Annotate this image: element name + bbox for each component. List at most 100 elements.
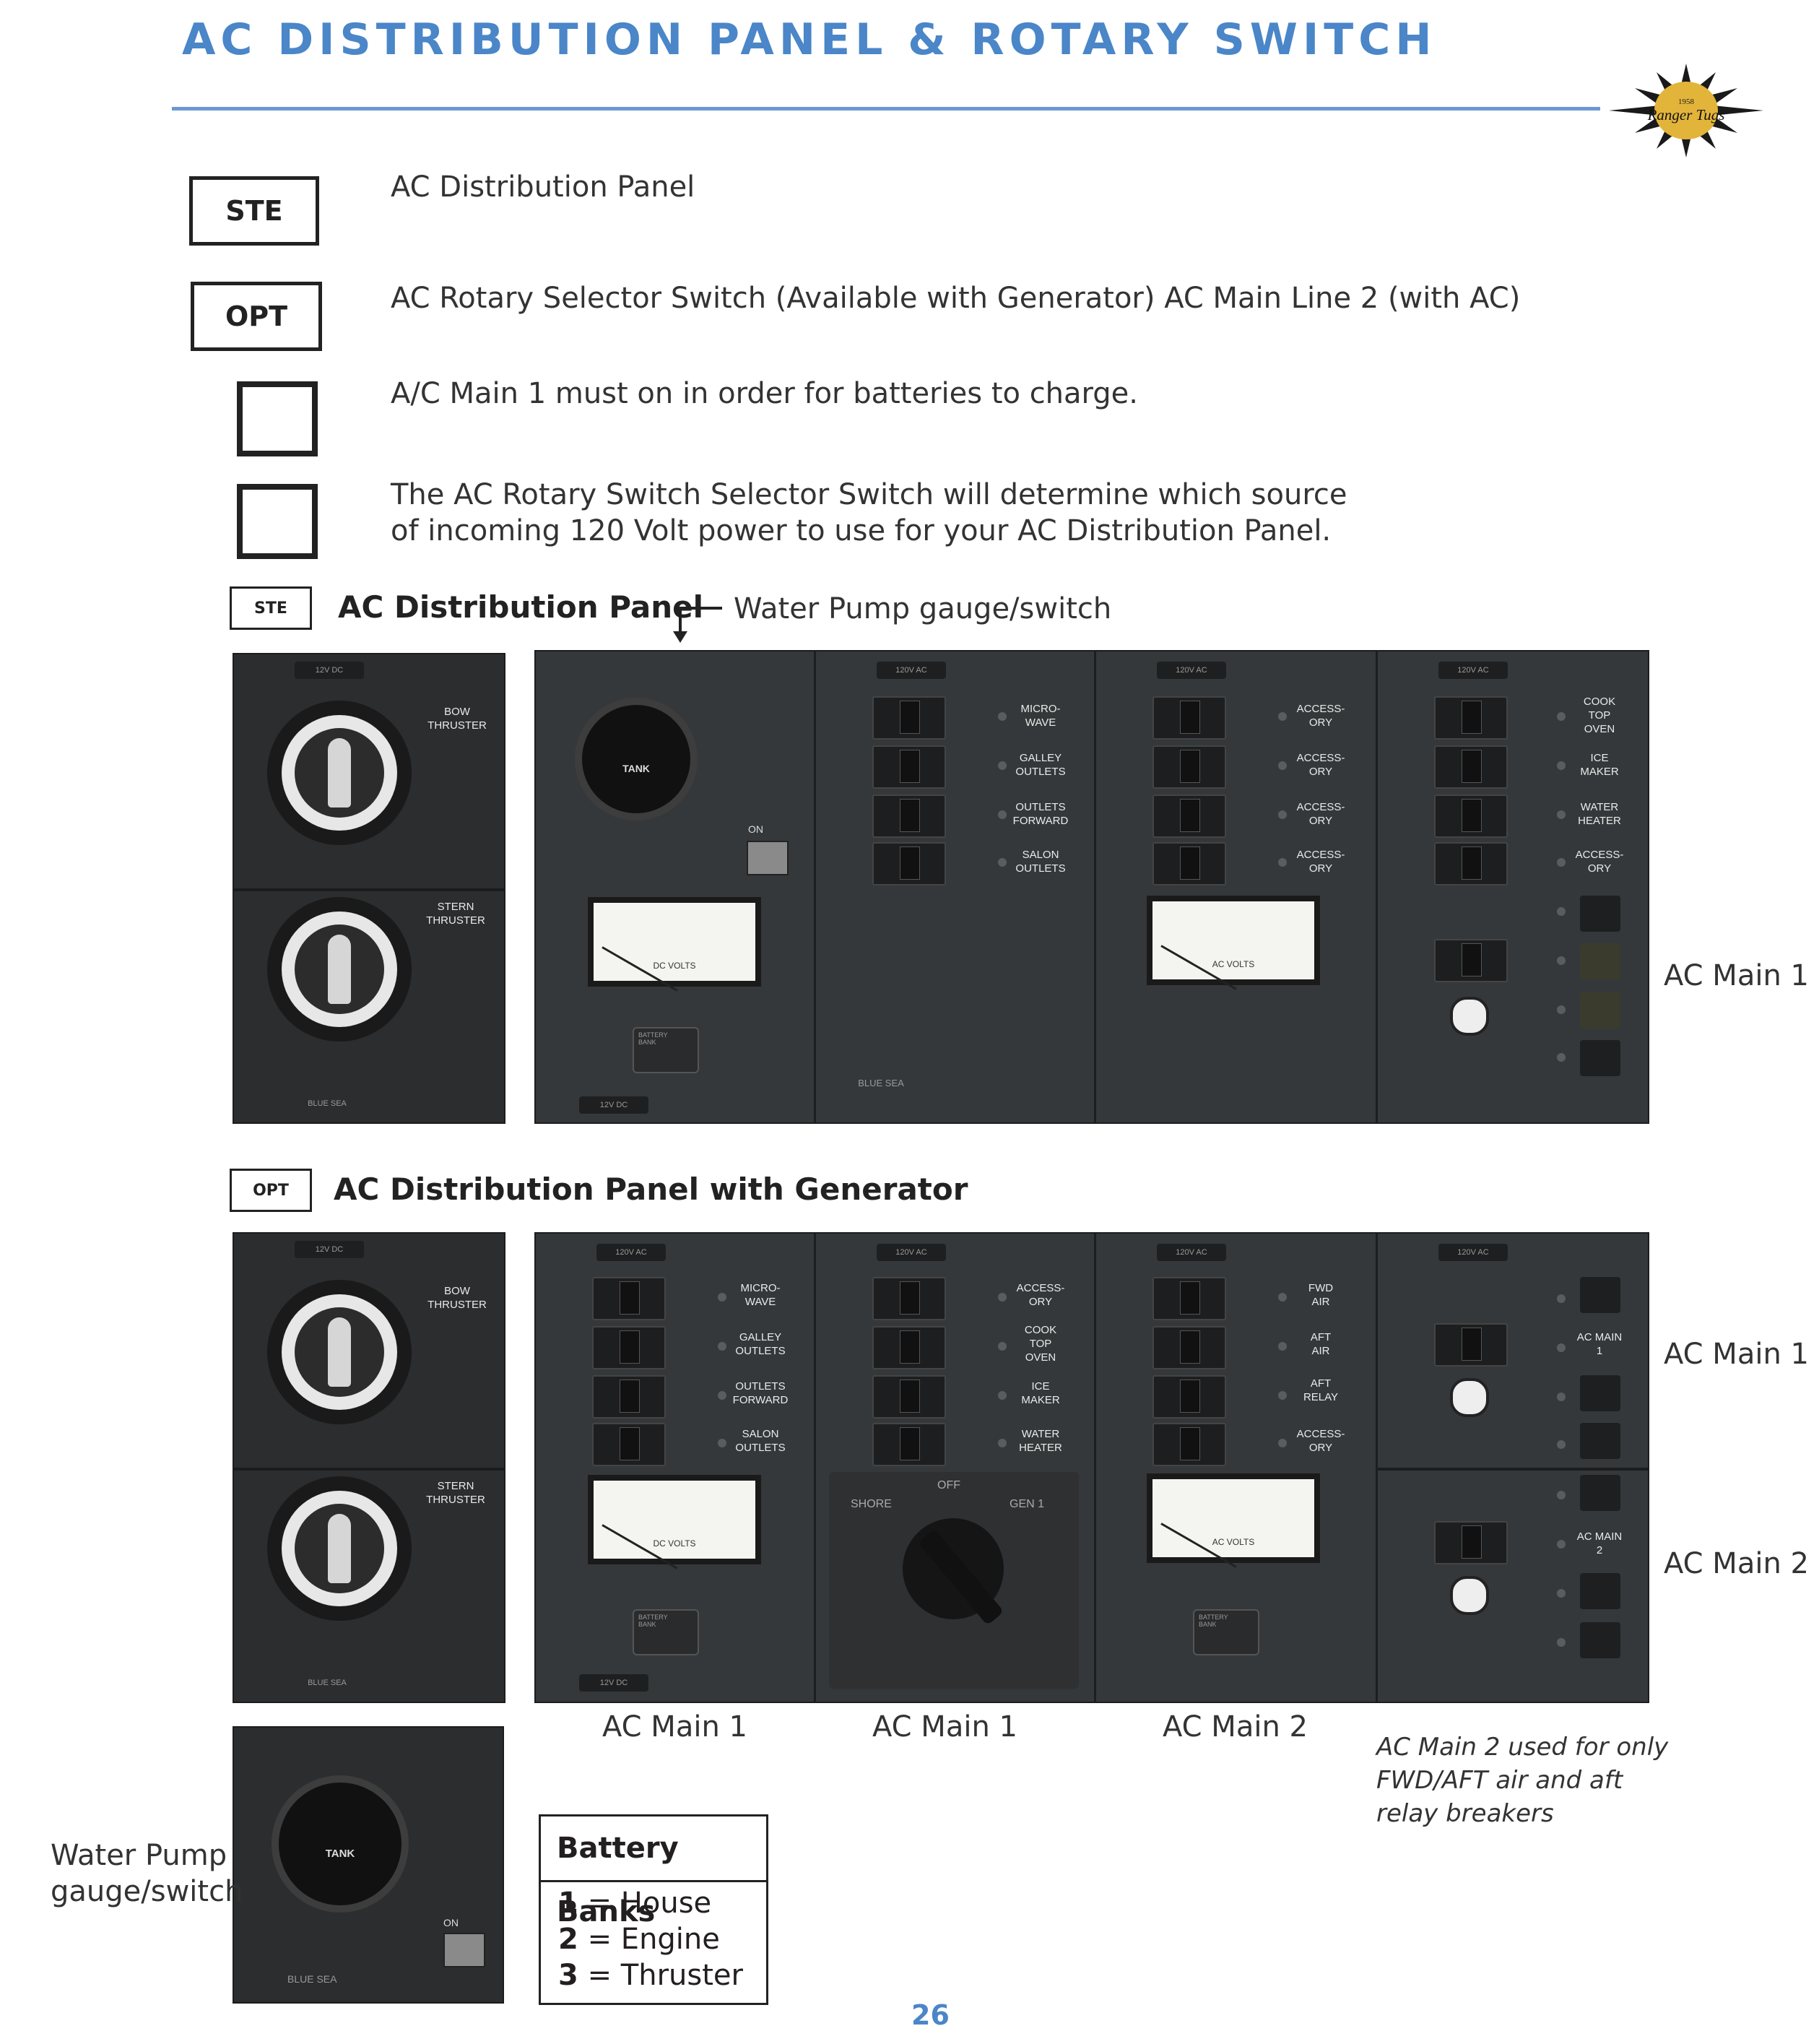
water-pump-on-switch[interactable] [443, 1933, 485, 1967]
ac-volts-meter: AC VOLTS [1147, 1473, 1320, 1568]
ac-volts-meter: AC VOLTS [1147, 896, 1320, 990]
breaker[interactable] [1152, 1326, 1226, 1369]
bottom-label-ac-main-2: AC Main 2 [1163, 1710, 1308, 1744]
label-microwave: MICRO-WAVE [740, 1282, 781, 1308]
stern-thruster-switch[interactable] [267, 897, 412, 1042]
battery-banks-box: Battery Banks 1 = House 2 = Engine 3 = T… [539, 1814, 768, 2005]
breaker[interactable] [592, 1277, 666, 1320]
water-pump-label: Water Pump gauge/switch [51, 1839, 243, 1908]
breaker[interactable] [872, 794, 946, 838]
test-button[interactable] [1450, 1378, 1489, 1417]
breaker[interactable] [1152, 842, 1226, 885]
breaker[interactable] [1434, 696, 1508, 740]
section1-title: AC Distribution Panel [338, 589, 703, 625]
brand-logo: BLUE SEA [287, 1973, 337, 1985]
water-pump-on-switch[interactable] [747, 841, 789, 875]
label-accessory: ACCESS-ORY [1296, 849, 1345, 875]
breaker[interactable] [592, 1326, 666, 1369]
test-button[interactable] [1450, 997, 1489, 1036]
legend-text-rotary-line1: The AC Rotary Switch Selector Switch wil… [391, 478, 1347, 511]
breaker[interactable] [872, 1277, 946, 1320]
ste-badge: STE [189, 176, 319, 246]
breaker[interactable] [1434, 794, 1508, 838]
breaker[interactable] [592, 1423, 666, 1466]
label-accessory: ACCESS-ORY [1296, 1428, 1345, 1454]
label-accessory: ACCESS-ORY [1296, 752, 1345, 778]
rotary-selector-plate: OFF SHORE GEN 1 [829, 1472, 1079, 1689]
battery-bank-switch[interactable]: BATTERY BANK [633, 1609, 699, 1655]
bottom-label-ac-main-1: AC Main 1 [602, 1710, 747, 1744]
breaker[interactable] [592, 1375, 666, 1419]
breaker[interactable] [1434, 745, 1508, 789]
ac-main-1-breaker[interactable] [1434, 1323, 1508, 1367]
breaker[interactable] [1152, 696, 1226, 740]
side-label-ac-main-1: AC Main 1 [1664, 1338, 1809, 1371]
opt-badge: OPT [191, 282, 322, 351]
ac-main-1-breaker[interactable] [1434, 939, 1508, 982]
water-pump-panel: TANK ON BLUE SEA [233, 1726, 504, 2004]
stern-thruster-switch[interactable] [267, 1476, 412, 1621]
label-microwave: MICRO-WAVE [1020, 703, 1061, 729]
label-accessory: ACCESS-ORY [1296, 801, 1345, 827]
breaker[interactable] [872, 696, 946, 740]
logo-text: Ranger Tugs [1647, 106, 1725, 124]
ac-main-2-note: AC Main 2 used for only FWD/AFT air and … [1376, 1733, 1669, 1828]
breaker[interactable] [872, 842, 946, 885]
battery-bank-row: 2 = Engine [558, 1923, 720, 1956]
legend-text-main1: A/C Main 1 must on in order for batterie… [391, 377, 1138, 410]
battery-bank-row: 3 = Thruster [558, 1959, 743, 1992]
bottom-label-ac-main-1: AC Main 1 [872, 1710, 1017, 1744]
bow-thruster-switch[interactable] [267, 1280, 412, 1424]
breaker[interactable] [1152, 794, 1226, 838]
breaker[interactable] [1152, 745, 1226, 789]
battery-bank-switch[interactable]: BATTERY BANK [1193, 1609, 1259, 1655]
breaker[interactable] [872, 745, 946, 789]
breaker[interactable] [1152, 1277, 1226, 1320]
ac-main-2-breaker[interactable] [1434, 1521, 1508, 1564]
breaker[interactable] [1434, 842, 1508, 885]
test-button[interactable] [1450, 1576, 1489, 1615]
breaker[interactable] [872, 1375, 946, 1419]
ac-distribution-panel-std: TANK ON DC VOLTS BATTERY BANK 12V DC 120… [534, 650, 1649, 1124]
breaker[interactable] [1152, 1375, 1226, 1419]
rotary-selector-knob[interactable] [903, 1518, 1004, 1626]
breaker[interactable] [1152, 1423, 1226, 1466]
breaker-module-3: 120V AC ACCESS-ORY ACCESS-ORY ACCESS-ORY… [1096, 651, 1378, 1122]
dc-module: TANK ON DC VOLTS BATTERY BANK 12V DC [536, 651, 816, 1122]
label-accessory: ACCESS-ORY [1296, 703, 1345, 729]
battery-bank-switch[interactable]: BATTERY BANK [633, 1027, 699, 1073]
logo-year: 1958 [1678, 98, 1695, 106]
section1-badge: STE [230, 586, 312, 630]
empty-badge-1 [237, 381, 318, 456]
bow-thruster-switch[interactable] [267, 701, 412, 845]
water-pump-callout: Water Pump gauge/switch [734, 592, 1112, 625]
breaker[interactable] [872, 1423, 946, 1466]
side-label-ac-main-2: AC Main 2 [1664, 1547, 1809, 1580]
breaker[interactable] [872, 1326, 946, 1369]
tag-12vdc: 12V DC [295, 662, 364, 679]
ranger-tugs-logo: 1958 Ranger Tugs [1607, 62, 1765, 159]
brand-logo: BLUE SEA [287, 1095, 367, 1112]
side-label-ac-main-1: AC Main 1 [1664, 959, 1809, 992]
battery-banks-title: Battery Banks [541, 1816, 766, 1928]
